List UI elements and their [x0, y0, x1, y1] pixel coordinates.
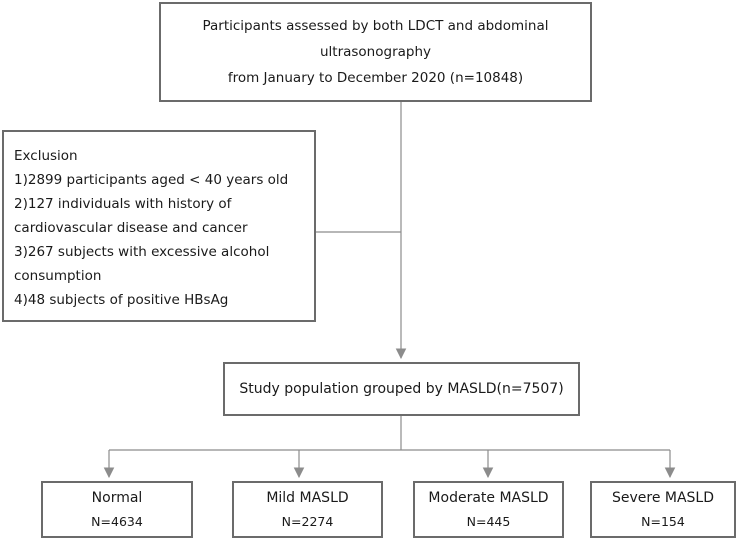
exclusion-line: consumption [14, 268, 102, 284]
group-count: N=445 [466, 513, 511, 529]
group-label: Normal [91, 489, 143, 506]
study-population-box: Study population grouped by MASLD(n=7507… [223, 362, 580, 416]
exclusion-line: 2)127 individuals with history of [14, 196, 232, 212]
group-count: N=4634 [91, 513, 143, 529]
participants-box: Participants assessed by both LDCT and a… [159, 2, 592, 102]
group-label: Mild MASLD [266, 489, 349, 506]
exclusion-line: 4)48 subjects of positive HBsAg [14, 292, 229, 308]
exclusion-line: 3)267 subjects with excessive alcohol [14, 244, 270, 260]
group-box-normal: Normal N=4634 [41, 481, 193, 538]
exclusion-box: Exclusion 1)2899 participants aged < 40 … [2, 130, 316, 322]
group-count: N=2274 [281, 513, 334, 529]
participants-line-2: from January to December 2020 (n=10848) [227, 70, 524, 86]
group-box-moderate: Moderate MASLD N=445 [413, 481, 564, 538]
group-box-severe: Severe MASLD N=154 [590, 481, 736, 538]
exclusion-title: Exclusion [14, 148, 78, 164]
group-label: Severe MASLD [611, 489, 715, 506]
participants-line-1: Participants assessed by both LDCT and a… [202, 18, 549, 60]
group-box-mild: Mild MASLD N=2274 [232, 481, 383, 538]
group-count: N=154 [641, 513, 685, 529]
group-label: Moderate MASLD [428, 489, 549, 506]
study-population-label: Study population grouped by MASLD(n=7507… [239, 381, 564, 397]
exclusion-line: 1)2899 participants aged < 40 years old [14, 172, 289, 188]
exclusion-line: cardiovascular disease and cancer [14, 220, 248, 236]
